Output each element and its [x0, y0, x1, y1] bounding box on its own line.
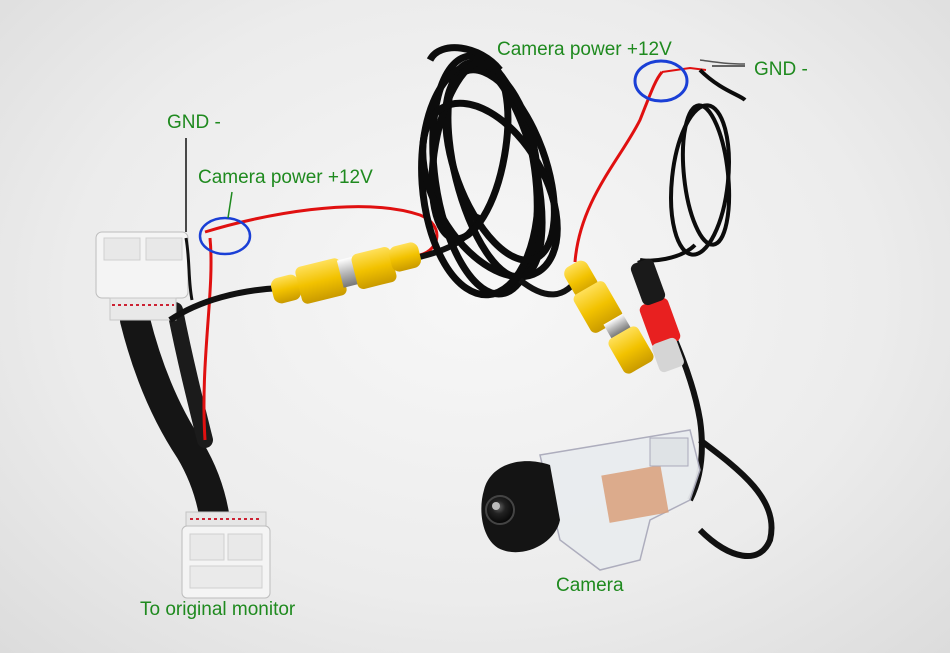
label-power-right: Camera power +12V	[497, 39, 672, 60]
highlight-circle-left	[198, 216, 252, 256]
ground-wire-right	[699, 59, 746, 65]
camera	[481, 429, 701, 571]
small-coil	[639, 68, 747, 263]
harness-top-connector	[95, 231, 189, 321]
wiring-harness	[95, 231, 271, 599]
cable-coil	[418, 44, 561, 299]
label-gnd-left: GND -	[167, 112, 221, 133]
camera-body	[481, 461, 560, 553]
video-cable-left	[168, 285, 281, 323]
harness-sleeve	[120, 305, 230, 535]
power-wire-right	[573, 71, 664, 263]
rca-connector-right	[564, 258, 684, 374]
label-power-left: Camera power +12V	[198, 167, 373, 188]
wires	[168, 44, 775, 559]
harness-bottom-connector	[181, 511, 271, 599]
label-camera: Camera	[556, 575, 624, 596]
label-gnd-right: GND -	[754, 59, 808, 80]
power-wire-left	[202, 237, 213, 441]
highlight-circle-right	[633, 59, 689, 103]
harness-sleeve-branch	[167, 302, 213, 448]
label-monitor: To original monitor	[140, 599, 296, 620]
camera-lens	[485, 495, 515, 525]
pointer-power-left	[227, 191, 233, 219]
ground-wire-left	[184, 237, 194, 301]
rca-connector-left	[270, 242, 422, 304]
